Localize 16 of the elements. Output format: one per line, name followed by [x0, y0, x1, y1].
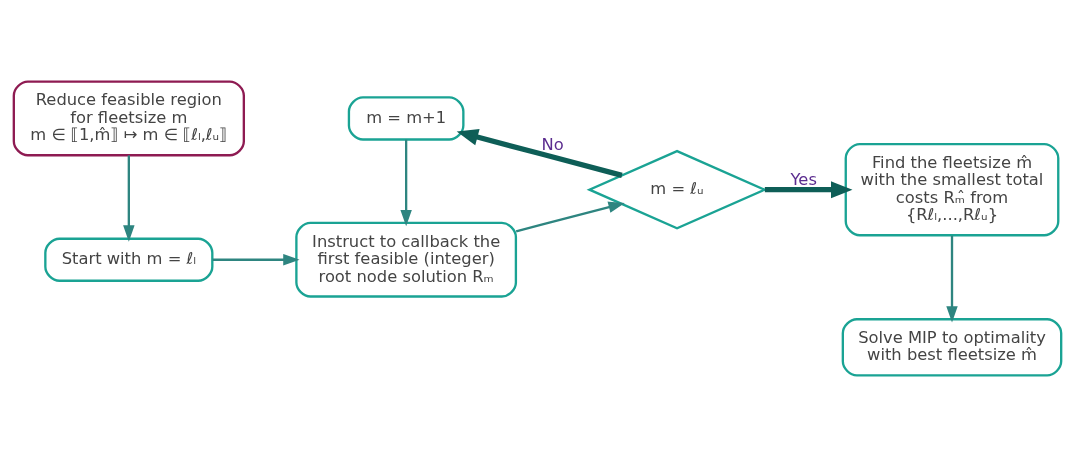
arrow	[764, 180, 853, 198]
arrow	[123, 154, 135, 242]
edge-label: No	[541, 134, 564, 154]
node-box: Instruct to callback the first feasible (integer) root node solution Rₘ	[295, 221, 518, 298]
arrow	[515, 201, 625, 232]
node-box: m = m+1	[347, 95, 465, 141]
node-diamond: m = ℓᵤ	[586, 149, 768, 229]
arrow	[400, 139, 412, 226]
node-box: Reduce feasible region for fleetsize m m ∈ ⟦1,m̂⟧ ↦ m ∈ ⟦ℓₗ,ℓᵤ⟧	[12, 80, 245, 156]
arrow	[212, 253, 300, 265]
edge-label: Yes	[790, 169, 817, 189]
node-box: Start with m = ℓₗ	[44, 237, 214, 282]
arrow	[456, 128, 623, 178]
node-box: Solve MIP to optimality with best fleetsize m̂	[841, 317, 1063, 376]
node-box: Find the fleetsize m̂ with the smallest total costs Rₘ̂ from {Rℓₗ,...,Rℓᵤ}	[844, 142, 1060, 236]
arrow	[946, 235, 958, 323]
